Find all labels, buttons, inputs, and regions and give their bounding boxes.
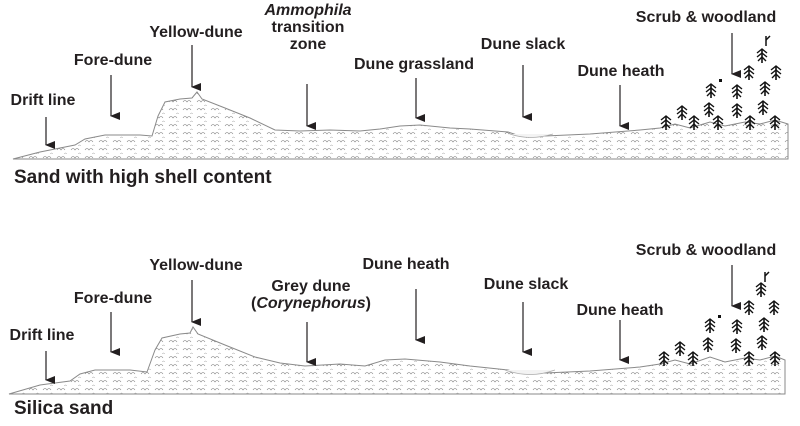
- tree-icon: [759, 81, 771, 97]
- label-dune-grassland: Dune grassland: [353, 56, 475, 73]
- label-yellow-dune: Yellow-dune: [149, 24, 243, 41]
- label-yellow-dune: Yellow-dune: [149, 257, 243, 274]
- tree-icon: [703, 102, 715, 118]
- slack-pool: [509, 133, 554, 138]
- label-ammophila: Ammophila: [264, 2, 352, 19]
- arrows-panel-2: [45, 265, 741, 384]
- tree-icon: [687, 351, 699, 367]
- label-transition: transition: [271, 19, 345, 36]
- tree-icon: [718, 315, 721, 318]
- tree-icon: [688, 115, 700, 131]
- tree-icon: [770, 65, 782, 81]
- caption-silica-sand: Silica sand: [14, 398, 114, 419]
- label-fore-dune: Fore-dune: [73, 290, 153, 307]
- tree-icon: [676, 105, 688, 121]
- tree-icon: [731, 84, 743, 100]
- tree-icon: [658, 351, 670, 367]
- tree-icon: [719, 79, 722, 82]
- tree-icon: [756, 48, 768, 64]
- sand-body: [8, 326, 786, 395]
- tree-icon: [743, 351, 755, 367]
- tree-icon: [756, 335, 768, 351]
- label-drift-line: Drift line: [10, 92, 76, 109]
- label-dune-heath: Dune heath: [577, 63, 665, 80]
- tree-icon: [674, 341, 686, 357]
- tree-icon: [730, 338, 742, 354]
- trees-panel-2: [658, 271, 781, 367]
- label-grey-dune: Grey dune (Corynephorus): [251, 278, 371, 312]
- slack-pool: [504, 369, 556, 375]
- arrows-panel-1: [45, 33, 741, 149]
- tree-icon: [731, 319, 743, 335]
- label-transition-zone: Ammophila transition zone: [264, 2, 351, 53]
- sand-body: [12, 91, 789, 160]
- label-dune-slack: Dune slack: [480, 36, 566, 53]
- tree-icon: [705, 83, 717, 99]
- label-dune-slack: Dune slack: [483, 276, 569, 293]
- tree-icon: [712, 115, 724, 131]
- label-scrub-woodland: Scrub & woodland: [635, 242, 777, 259]
- trees-panel-1: [660, 35, 782, 131]
- tree-icon: [743, 65, 755, 81]
- tree-icon: [757, 100, 769, 116]
- caption-shell-sand: Sand with high shell content: [14, 167, 272, 188]
- profile-silica-sand: [8, 326, 786, 395]
- profile-shell-sand: [12, 91, 789, 160]
- tree-icon: [744, 115, 756, 131]
- label-zone: zone: [289, 36, 327, 53]
- tree-icon: [731, 103, 743, 119]
- tree-icon: [704, 318, 716, 334]
- label-corynephorus: (Corynephorus): [251, 295, 371, 312]
- label-scrub-woodland: Scrub & woodland: [635, 9, 777, 26]
- tree-icon: [769, 351, 781, 367]
- label-dune-heath-mid: Dune heath: [362, 256, 450, 273]
- tree-icon: [758, 317, 770, 333]
- tree-icon: [769, 115, 781, 131]
- tree-icon: [768, 300, 780, 316]
- tree-icon: [755, 282, 767, 298]
- tree-icon: [743, 300, 755, 316]
- tree-icon: [660, 115, 672, 131]
- label-grey-dune-text: Grey dune: [271, 278, 351, 295]
- label-drift-line: Drift line: [9, 327, 75, 344]
- label-dune-heath: Dune heath: [576, 302, 664, 319]
- label-fore-dune: Fore-dune: [73, 52, 153, 69]
- tree-icon: [702, 337, 714, 353]
